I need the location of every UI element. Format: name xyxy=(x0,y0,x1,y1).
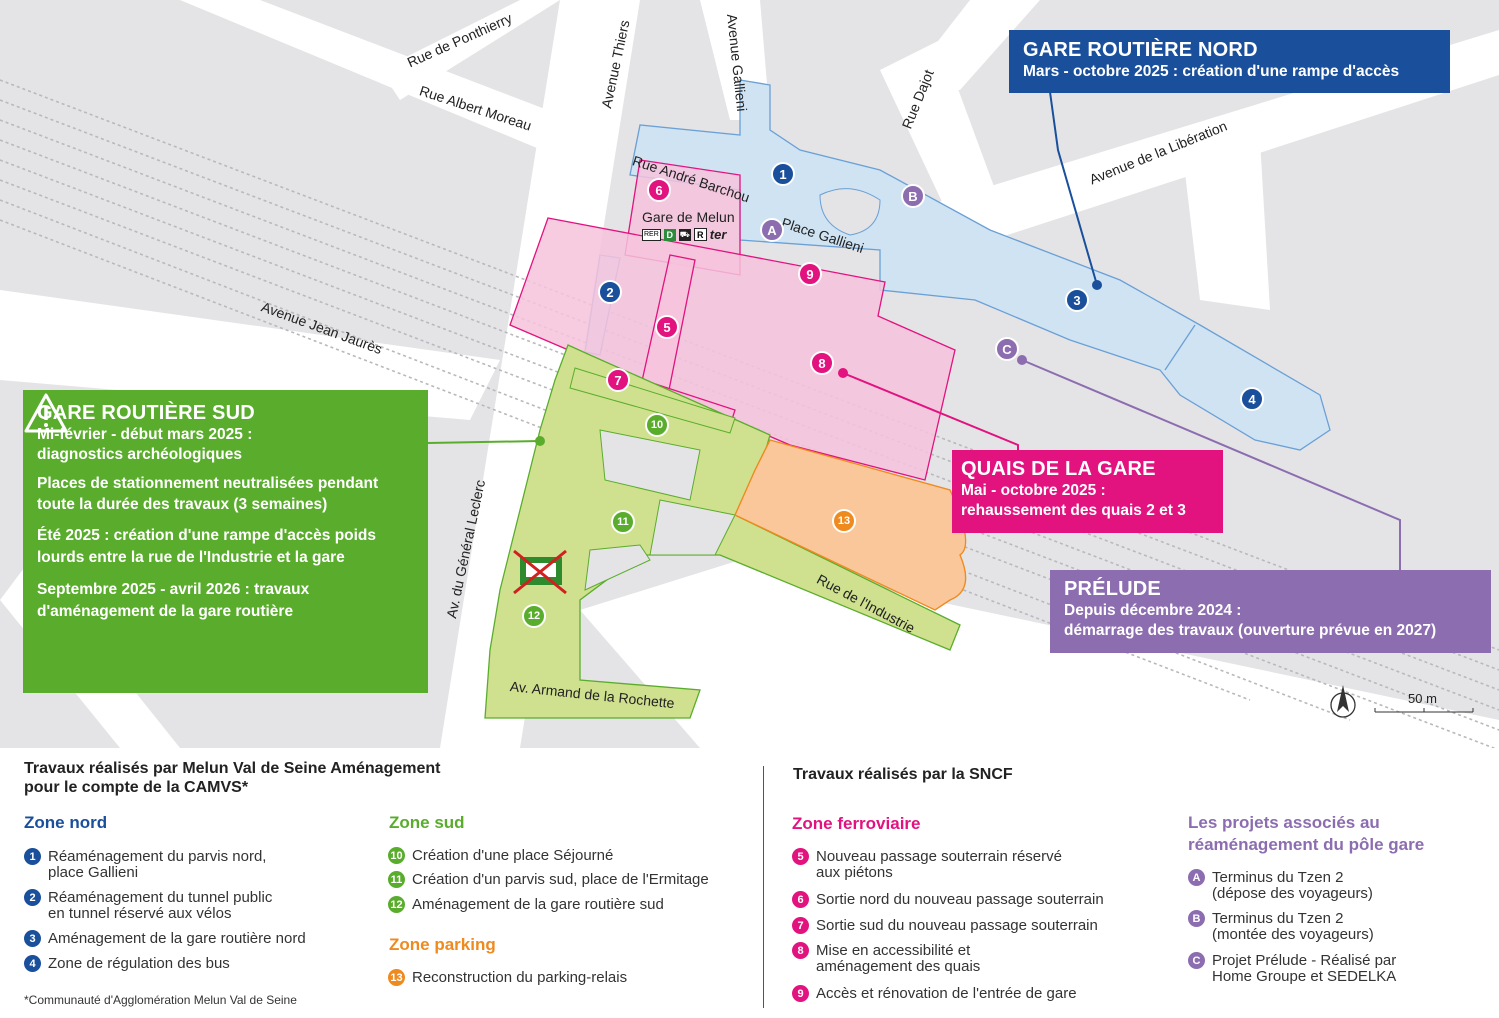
callout-gare-routiere-nord: GARE ROUTIÈRE NORD Mars - octobre 2025 :… xyxy=(1009,30,1450,93)
marker-6[interactable]: 6 xyxy=(647,178,671,202)
place-gallieni-island xyxy=(819,188,881,236)
rail-tracks xyxy=(0,79,1499,748)
marker-12[interactable]: 12 xyxy=(522,604,546,628)
road-ponthierry xyxy=(380,0,560,100)
marker-2[interactable]: 2 xyxy=(598,280,622,304)
callout-prelude: PRÉLUDE Depuis décembre 2024 : démarrage… xyxy=(1050,570,1491,653)
zone-sud-title: Zone sud xyxy=(389,813,465,832)
callout-quais-line1: Mai - octobre 2025 : xyxy=(961,482,1106,499)
callout-sud-line2: diagnostics archéologiques xyxy=(37,446,242,463)
zone-divider xyxy=(1164,324,1196,371)
callout-sud-para3: Septembre 2025 - avril 2026 : travaux d'… xyxy=(37,581,310,620)
road-south xyxy=(700,590,820,748)
marker-13[interactable]: 13 xyxy=(832,509,856,533)
callout-quais: QUAIS DE LA GARE Mai - octobre 2025 : re… xyxy=(952,450,1223,533)
callout-gare-routiere-sud: GARE ROUTIÈRE SUD Mi-février - début mar… xyxy=(23,390,428,693)
callout-sud-warning-text: Places de stationnement neutralisées pen… xyxy=(37,475,379,513)
road-north-east xyxy=(900,0,1040,90)
station-line-badges: RER D ⛟ R ter xyxy=(642,227,726,242)
marker-3[interactable]: 3 xyxy=(1065,288,1089,312)
legend: Travaux réalisés par Melun Val de Seine … xyxy=(0,748,1499,1018)
zone-parking-title: Zone parking xyxy=(389,935,496,954)
marker-8[interactable]: 8 xyxy=(810,351,834,375)
callout-sud-para2: Été 2025 : création d'une rampe d'accès … xyxy=(37,527,377,566)
ter-badge: ter xyxy=(709,227,727,242)
zone-ferroviaire-title: Zone ferroviaire xyxy=(792,814,921,833)
warning-triangle-icon xyxy=(24,393,68,433)
road-east-block xyxy=(1180,130,1270,310)
callout-prelude-line1: Depuis décembre 2024 : xyxy=(1064,602,1242,619)
marker-4[interactable]: 4 xyxy=(1240,387,1264,411)
connector-lines xyxy=(427,91,1401,570)
callout-prelude-title: PRÉLUDE xyxy=(1064,578,1161,600)
callout-sud-line1: Mi-février - début mars 2025 : xyxy=(37,426,253,443)
parking-closed-icon xyxy=(513,549,567,595)
bus-badge: ⛟ xyxy=(678,228,691,241)
callout-sud-title: GARE ROUTIÈRE SUD xyxy=(37,402,255,424)
legend-mvsa-title: Travaux réalisés par Melun Val de Seine … xyxy=(24,760,441,796)
marker-11[interactable]: 11 xyxy=(611,510,635,534)
marker-10[interactable]: 10 xyxy=(645,413,669,437)
marker-B[interactable]: B xyxy=(901,184,925,208)
line-r-badge: R xyxy=(693,228,707,241)
marker-A[interactable]: A xyxy=(760,218,784,242)
projets-title: Les projets associés au réaménagement du… xyxy=(1188,813,1425,854)
legend-sncf-title: Travaux réalisés par la SNCF xyxy=(793,766,1013,783)
footnote: *Communauté d'Agglomération Melun Val de… xyxy=(24,993,297,1007)
callout-prelude-line2: démarrage des travaux (ouverture prévue … xyxy=(1064,622,1437,639)
marker-5[interactable]: 5 xyxy=(655,315,679,339)
legend-divider xyxy=(763,766,764,1008)
callout-quais-line2: rehaussement des quais 2 et 3 xyxy=(961,502,1186,519)
marker-1[interactable]: 1 xyxy=(771,162,795,186)
line-d-badge: D xyxy=(663,228,676,241)
callout-sud-warning: Places de stationnement neutralisées pen… xyxy=(24,393,414,515)
road-avenue-thiers xyxy=(440,0,640,748)
north-arrow-icon xyxy=(1330,685,1356,718)
scale-label: 50 m xyxy=(1408,691,1437,706)
station-name: Gare de Melun xyxy=(642,209,735,225)
zone-sud-voids xyxy=(584,429,736,591)
scale-bar xyxy=(1374,708,1474,713)
marker-C[interactable]: C xyxy=(995,337,1019,361)
marker-9[interactable]: 9 xyxy=(798,262,822,286)
callout-nord-text: Mars - octobre 2025 : création d'une ram… xyxy=(1023,63,1400,80)
zone-nord-title: Zone nord xyxy=(24,813,108,832)
callout-quais-title: QUAIS DE LA GARE xyxy=(961,458,1156,480)
rer-badge: RER xyxy=(642,228,661,241)
road-jean-jaures xyxy=(0,290,500,420)
callout-nord-title: GARE ROUTIÈRE NORD xyxy=(1023,39,1258,61)
road-industrie xyxy=(580,560,1499,748)
marker-7[interactable]: 7 xyxy=(606,368,630,392)
project-map: Rue de Ponthierry Rue Albert Moreau Aven… xyxy=(0,0,1499,748)
